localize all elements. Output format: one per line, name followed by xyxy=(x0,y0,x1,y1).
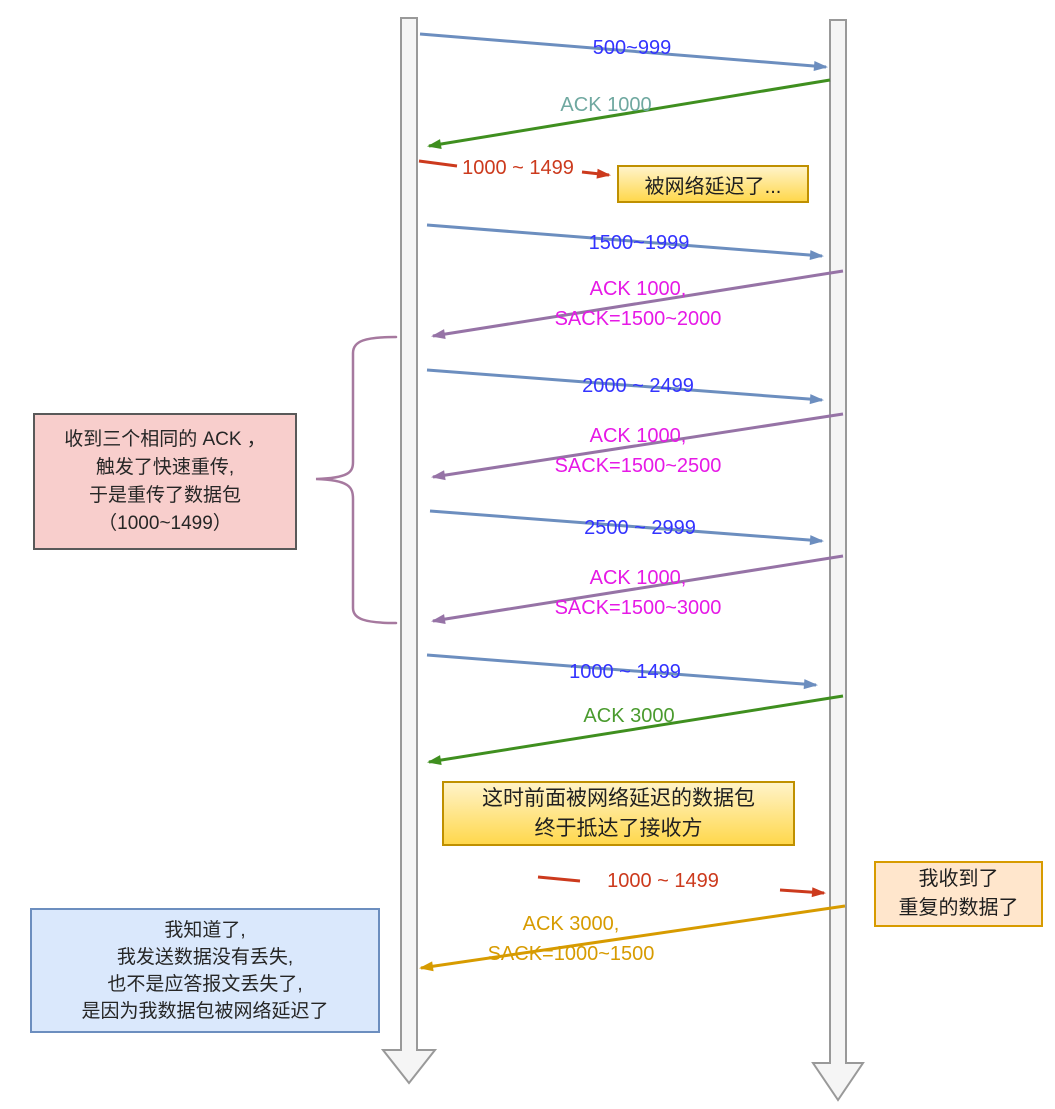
msg-label-line: SACK=1500~2500 xyxy=(554,455,722,477)
note-line: 收到三个相同的 ACK ， xyxy=(64,428,266,450)
msg-label-line: ACK 1000, xyxy=(589,567,687,589)
msg-label-ack-3000: ACK 3000 xyxy=(583,705,675,727)
msg-label-line: SACK=1000~1500 xyxy=(487,943,655,965)
note-fast-retransmit: 收到三个相同的 ACK ， 触发了快速重传, 于是重传了数据包 （1000~14… xyxy=(33,413,297,550)
msg-arrow-1500-1999 xyxy=(426,223,824,261)
note-line: 终于抵达了接收方 xyxy=(534,816,703,840)
msg-label-line: SACK=1500~2000 xyxy=(554,308,722,330)
note-line: 我收到了 xyxy=(918,868,999,890)
msg-arrow-sack-1500-2000 xyxy=(431,269,844,340)
msg-arrow-retransmit-1000-1499 xyxy=(426,653,818,690)
note-line: 于是重传了数据包 xyxy=(88,484,241,506)
note-delayed-packet-arrived: 这时前面被网络延迟的数据包 终于抵达了接收方 xyxy=(442,781,795,846)
note-sender-conclusion: 我知道了, 我发送数据没有丢失, 也不是应答报文丢失了, 是因为我数据包被网络延… xyxy=(30,908,380,1033)
msg-arrow-2000-2499 xyxy=(426,368,824,405)
msg-arrow-late-arrival-tail xyxy=(537,875,581,883)
note-line: 我发送数据没有丢失, xyxy=(116,946,294,968)
note-line: 这时前面被网络延迟的数据包 xyxy=(482,786,755,810)
msg-arrow-delayed-tail xyxy=(418,159,458,168)
note-line: 也不是应答报文丢失了, xyxy=(107,973,303,995)
msg-label-sack-1500-2500: ACK 1000, SACK=1500~2500 xyxy=(555,421,722,481)
note-line: 我知道了, xyxy=(164,919,246,941)
msg-label-1500-1999: 1500~1999 xyxy=(588,232,690,254)
note-delayed-by-network: 被网络延迟了... xyxy=(617,165,809,203)
note-line: 是因为我数据包被网络延迟了 xyxy=(81,1000,329,1022)
receiver-lifeline-arrow xyxy=(811,19,865,1102)
note-line: 重复的数据了 xyxy=(898,897,1019,919)
msg-label-retransmit: 1000 ~ 1499 xyxy=(569,661,681,683)
msg-arrow-late-arrival-head xyxy=(779,887,826,898)
sender-lifeline-arrow xyxy=(380,17,438,1085)
msg-label-line: SACK=1500~3000 xyxy=(554,597,722,619)
msg-arrow-sack-1500-2500 xyxy=(431,412,844,481)
msg-arrow-2500-2999 xyxy=(429,509,824,546)
msg-label-sack-1500-2000: ACK 1000, SACK=1500~2000 xyxy=(555,274,722,334)
duplicate-acks-brace xyxy=(315,335,398,625)
note-line: （1000~1499） xyxy=(98,512,232,534)
msg-arrow-ack-3000 xyxy=(427,694,844,766)
note-text: 被网络延迟了... xyxy=(644,175,782,198)
msg-label-line: ACK 1000, xyxy=(589,278,687,300)
msg-arrow-ack-1000 xyxy=(427,78,831,149)
msg-label-delayed-seg: 1000 ~ 1499 xyxy=(462,157,574,179)
msg-label-2500-2999: 2500 ~ 2999 xyxy=(584,517,696,539)
msg-arrow-dsack-1000-1500 xyxy=(419,904,846,972)
msg-label-sack-1500-3000: ACK 1000, SACK=1500~3000 xyxy=(555,563,722,623)
msg-label-dsack: ACK 3000, SACK=1000~1500 xyxy=(488,909,655,969)
msg-arrow-sack-1500-3000 xyxy=(431,554,844,625)
msg-label-ack-1000: ACK 1000 xyxy=(560,94,652,116)
msg-arrow-delayed-head xyxy=(581,168,611,179)
note-line: 触发了快速重传, xyxy=(95,456,235,478)
msg-label-2000-2499: 2000 ~ 2499 xyxy=(582,375,694,397)
msg-label-line: ACK 1000, xyxy=(589,425,687,447)
note-received-duplicate-data: 我收到了 重复的数据了 xyxy=(874,861,1043,927)
msg-label-line: ACK 3000, xyxy=(522,913,620,935)
msg-arrow-500-999 xyxy=(419,32,828,72)
msg-label-500-999: 500~999 xyxy=(592,37,672,59)
msg-label-late-arrival: 1000 ~ 1499 xyxy=(607,870,719,892)
